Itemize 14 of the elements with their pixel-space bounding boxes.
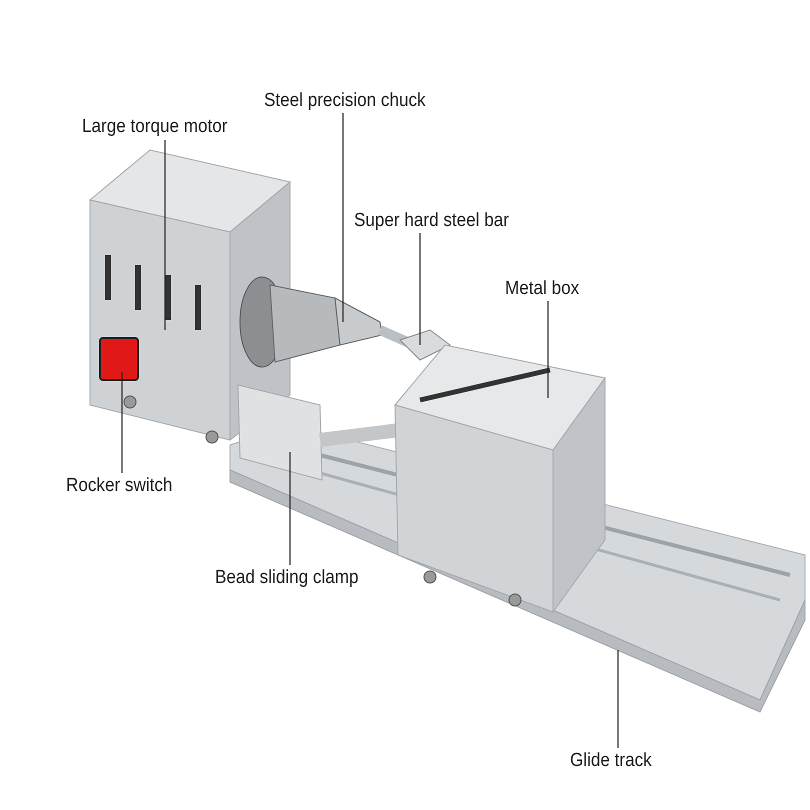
part-label: Bead sliding clamp <box>215 567 359 589</box>
leader-line <box>289 452 291 565</box>
leader-line <box>164 140 166 330</box>
part-label: Steel precision chuck <box>264 90 426 112</box>
part-label: Super hard steel bar <box>354 210 509 232</box>
part-label: Metal box <box>505 278 580 300</box>
leader-line <box>419 233 421 345</box>
leader-line <box>342 113 344 322</box>
part-label: Large torque motor <box>82 116 228 138</box>
part-label: Rocker switch <box>66 475 172 497</box>
leader-line <box>547 301 549 398</box>
leader-line <box>121 372 123 473</box>
part-label: Glide track <box>570 750 652 772</box>
leader-line <box>617 650 619 748</box>
